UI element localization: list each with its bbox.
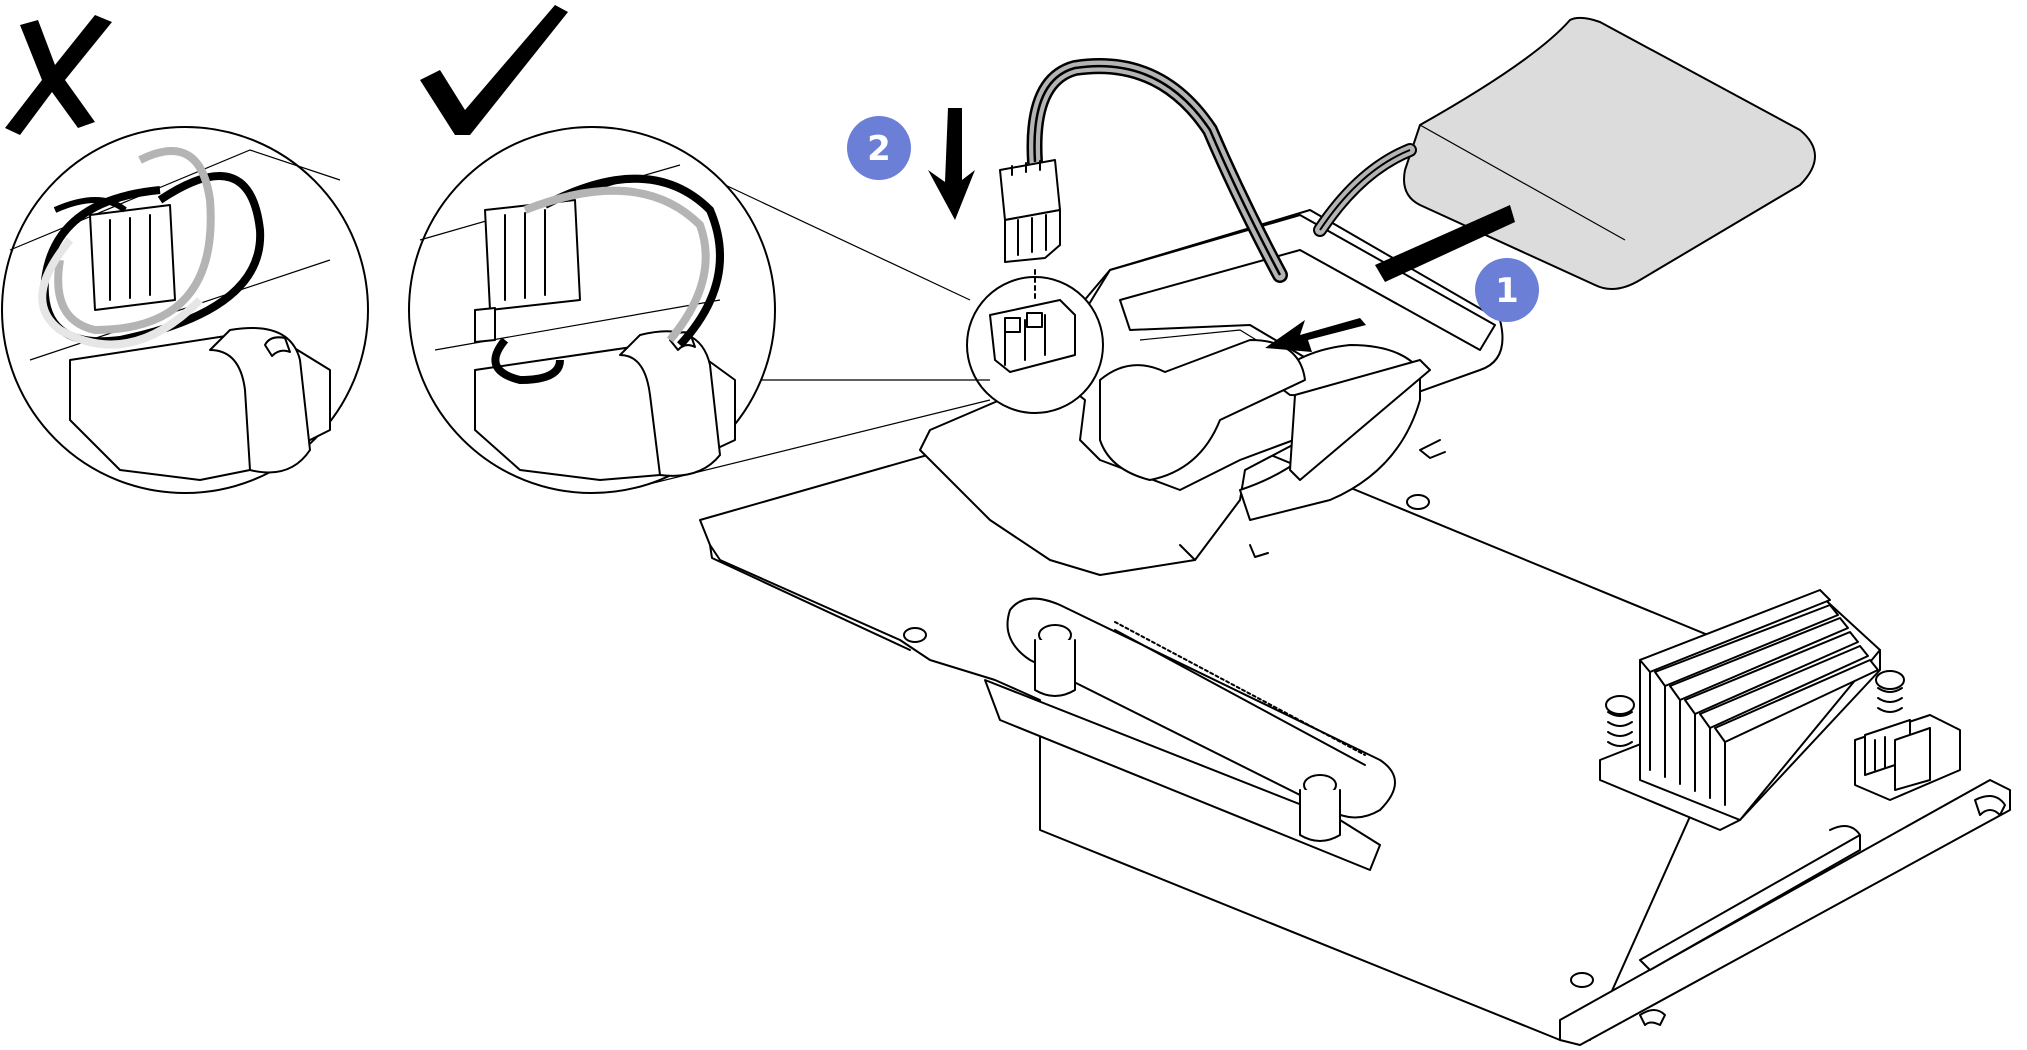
board-hole — [1570, 972, 1594, 988]
board-hole — [903, 627, 927, 643]
correct-routing-view — [408, 126, 776, 494]
slide-arrow — [1265, 318, 1366, 352]
incorrect-routing-view — [1, 126, 369, 494]
heatsink-fins — [1639, 589, 1879, 806]
cable-plug — [999, 159, 1061, 263]
board-hole — [1406, 494, 1430, 510]
step-2-label: 2 — [867, 129, 891, 169]
card-bracket — [1559, 779, 2011, 1046]
heatsink-spring — [1875, 670, 1905, 713]
battery-body — [1403, 16, 1816, 290]
step-1-label: 1 — [1495, 271, 1519, 311]
insert-arrow — [1375, 205, 1515, 282]
step-1-badge: 1 — [1475, 258, 1539, 322]
connector-detail-source — [966, 269, 1104, 414]
battery-cable — [1026, 58, 1288, 283]
check-mark-icon — [420, 5, 568, 135]
sas-connector — [1854, 714, 1961, 801]
heatsink-spring — [1605, 695, 1635, 747]
battery-pack — [1313, 16, 1816, 290]
edge-connector — [984, 597, 1396, 871]
battery-holder — [919, 209, 1504, 576]
down-arrow — [928, 108, 975, 220]
heatsink — [1599, 589, 1905, 831]
cross-mark-icon — [5, 15, 112, 135]
step-2-badge: 2 — [847, 116, 911, 180]
